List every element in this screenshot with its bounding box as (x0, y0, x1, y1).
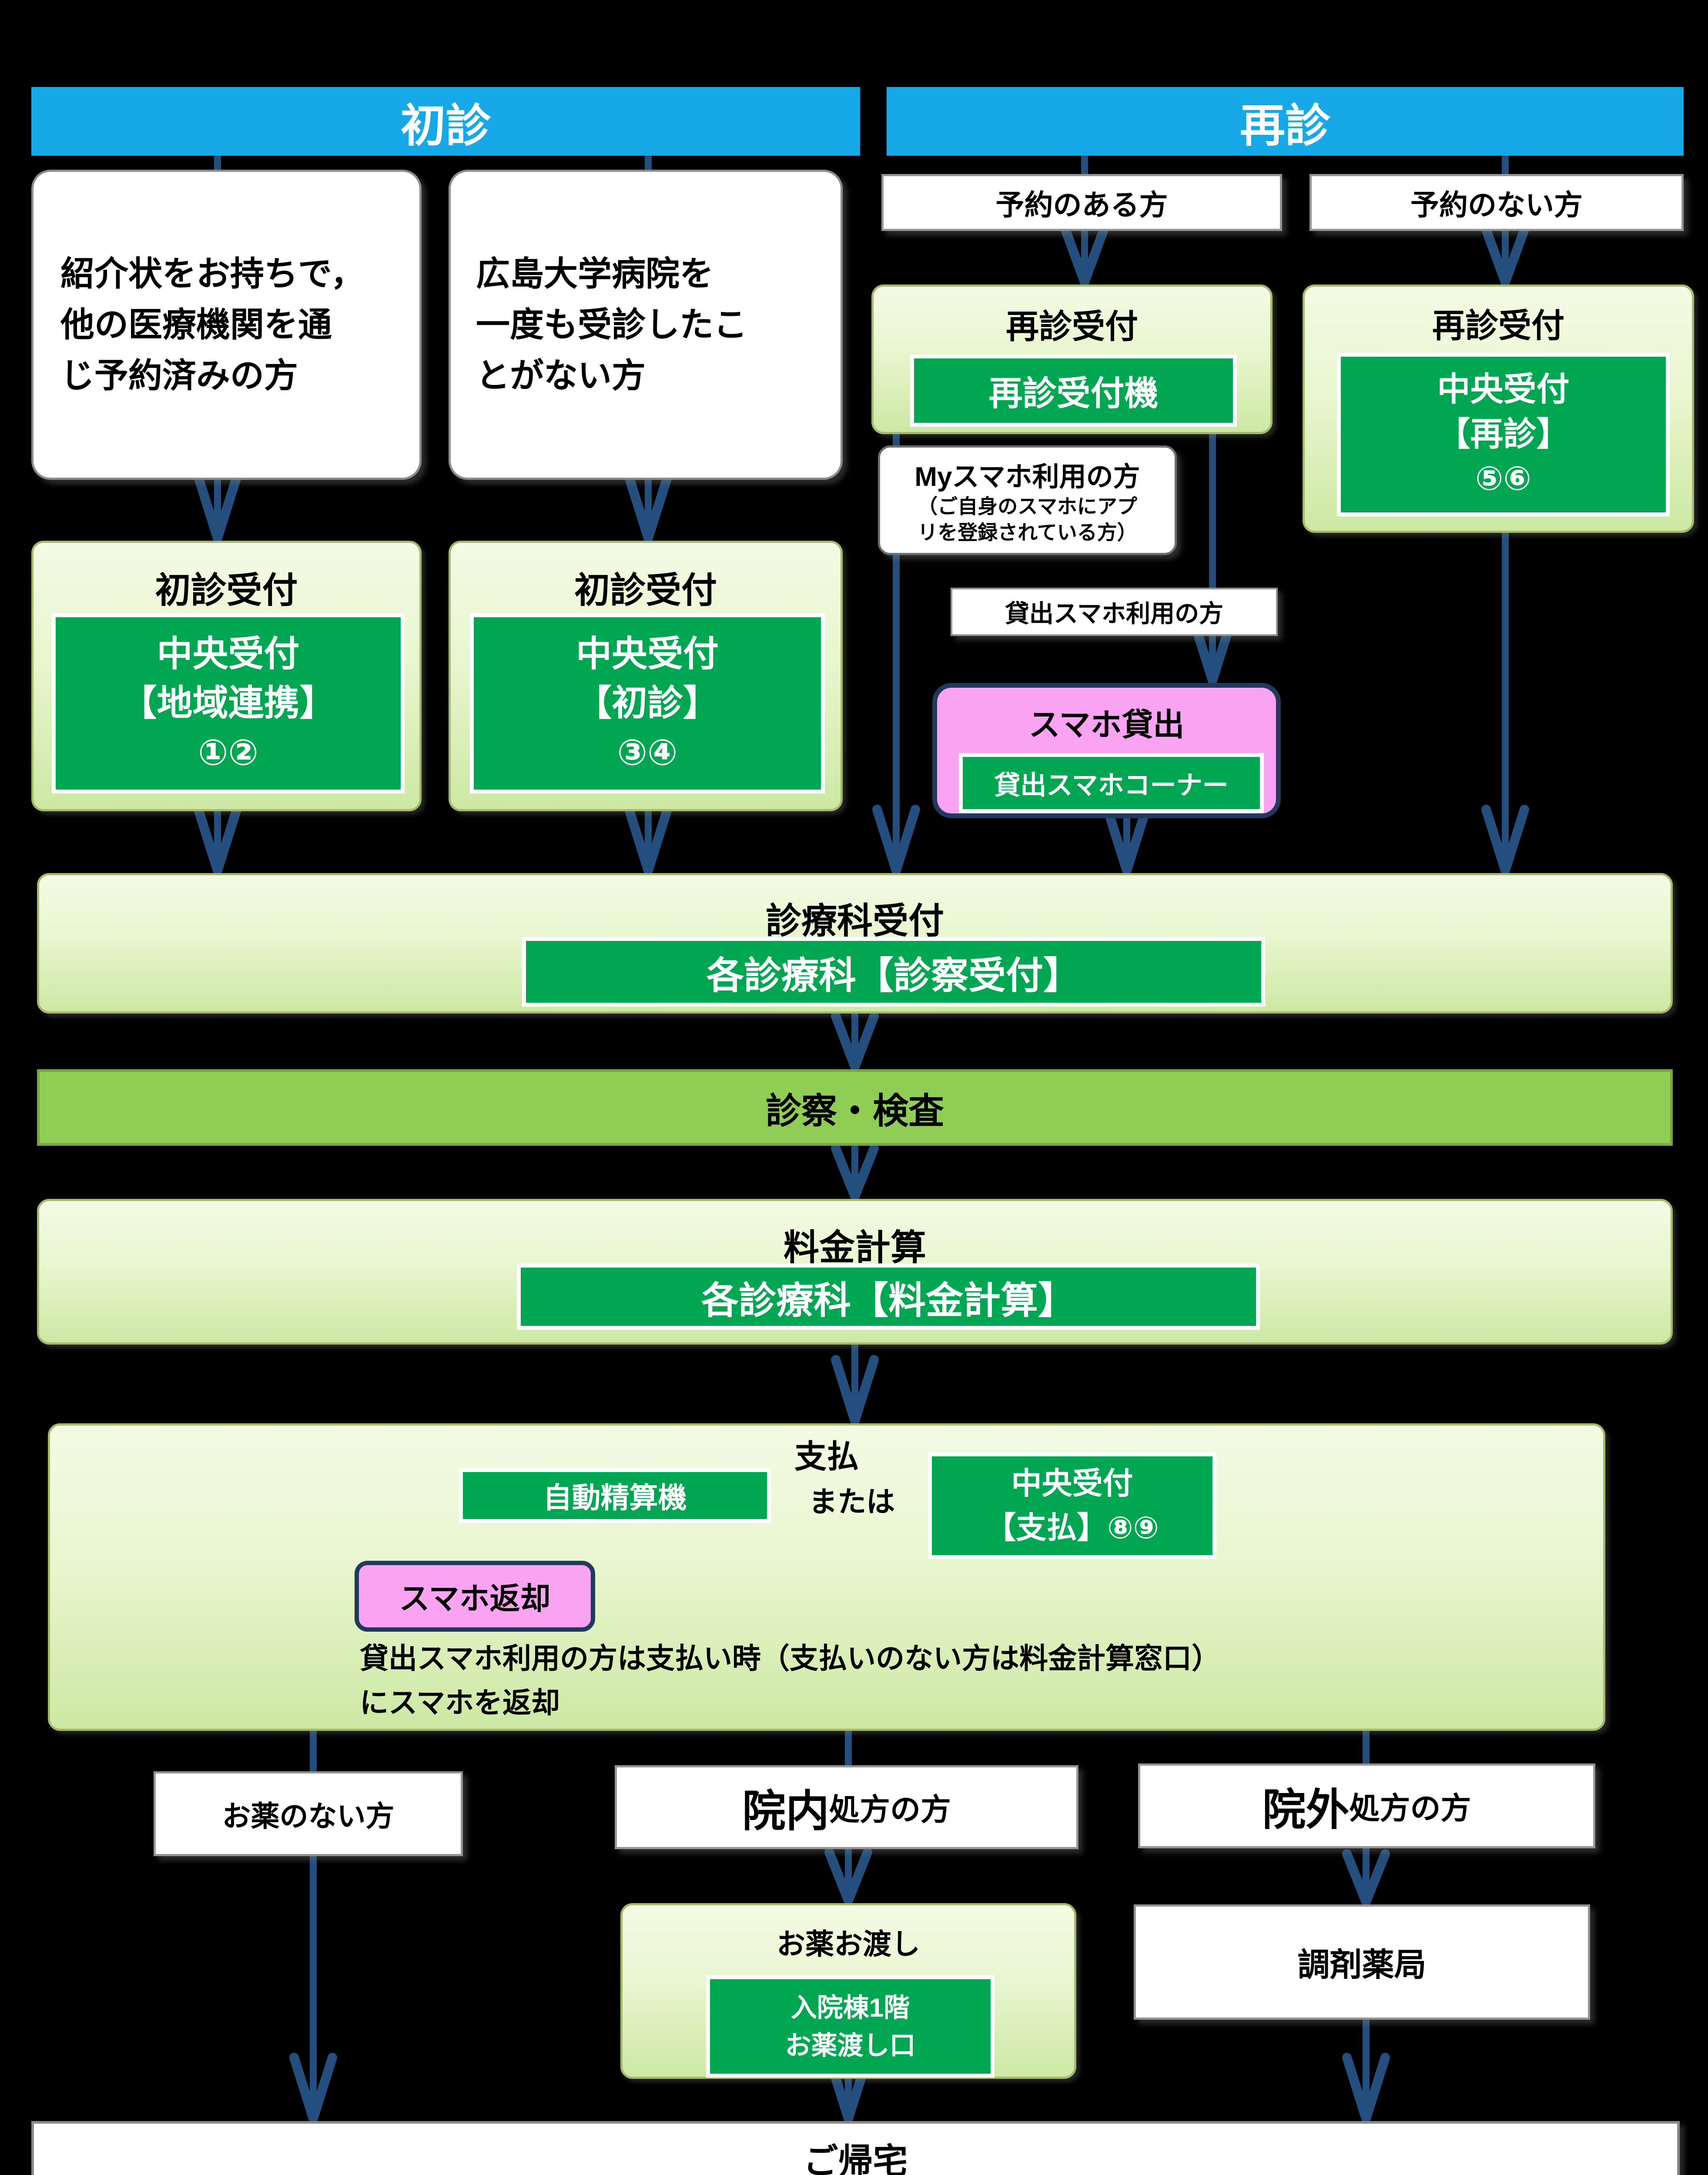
out-hospital-rx-big: 院外 (1262, 1786, 1350, 1834)
department-reception-location: 各診療科【診察受付】 (522, 937, 1265, 1007)
medicine-handover-box: お薬お渡し 入院棟1階 お薬渡し口 (620, 1903, 1076, 2079)
header-first-visit: 初診 (31, 87, 860, 156)
never-visited-note-box: 広島大学病院を 一度も受診したこ とがない方 (449, 170, 843, 480)
header-return-visit: 再診 (887, 87, 1684, 156)
without-appointment-label-box: 予約のない方 (1309, 174, 1684, 231)
medicine-handover-title: お薬お渡し (777, 1928, 920, 1960)
my-smartphone-main-text: Myスマホ利用の方 (914, 462, 1140, 492)
first-visit-reception-first-box: 初診受付 中央受付 【初診】 ③④ (449, 541, 843, 811)
smartphone-return-text: スマホ返却 (399, 1582, 551, 1616)
examination-bar: 診察・検査 (37, 1069, 1673, 1146)
payment-central-location: 中央受付 【支払】⑧⑨ (928, 1452, 1216, 1559)
my-smartphone-label-box: Myスマホ利用の方 （ご自身のスマホにアプ リを登録されている方） (878, 445, 1177, 555)
go-home-box: ご帰宅 (31, 2121, 1680, 2175)
my-smartphone-note-text: （ご自身のスマホにアプ リを登録されている方） (918, 495, 1137, 544)
header-first-visit-label: 初診 (400, 100, 491, 151)
return-reception-machine-title: 再診受付 (1006, 308, 1138, 345)
with-appointment-text: 予約のある方 (995, 188, 1168, 221)
no-medicine-label-box: お薬のない方 (154, 1771, 463, 1856)
rental-smartphone-text: 貸出スマホ利用の方 (1005, 600, 1224, 627)
return-reception-machine-box: 再診受付 再診受付機 (871, 284, 1273, 434)
fee-calculation-title: 料金計算 (783, 1228, 926, 1268)
medicine-handover-location: 入院棟1階 お薬渡し口 (706, 1975, 995, 2078)
never-visited-note-text: 広島大学病院を 一度も受診したこ とがない方 (476, 254, 748, 395)
return-reception-machine-location: 再診受付機 (910, 355, 1237, 427)
payment-or-text: または (809, 1486, 895, 1518)
first-visit-reception-regional-title: 初診受付 (155, 571, 298, 610)
smartphone-return-box: スマホ返却 (355, 1561, 595, 1632)
pharmacy-text: 調剤薬局 (1297, 1947, 1427, 1983)
examination-text: 診察・検査 (765, 1091, 944, 1131)
smartphone-rental-box: スマホ貸出 貸出スマホコーナー (932, 683, 1281, 818)
rental-smartphone-label-box: 貸出スマホ利用の方 (951, 588, 1278, 636)
with-appointment-label-box: 予約のある方 (881, 174, 1282, 231)
in-hospital-rx-big: 院内 (742, 1787, 829, 1836)
return-reception-central-box: 再診受付 中央受付 【再診】 ⑤⑥ (1303, 284, 1694, 533)
first-visit-reception-regional-location: 中央受付 【地域連携】 ①② (52, 613, 405, 793)
referral-note-box: 紹介状をお持ちで， 他の医療機関を通 じ予約済みの方 (31, 170, 422, 480)
first-visit-reception-regional-box: 初診受付 中央受付 【地域連携】 ①② (31, 541, 422, 811)
first-visit-reception-first-title: 初診受付 (574, 571, 717, 610)
go-home-text: ご帰宅 (803, 2142, 908, 2175)
payment-title: 支払 (794, 1439, 859, 1475)
payment-note-text: 貸出スマホ利用の方は支払い時（支払いのない方は料金計算窓口） にスマホを返却 (360, 1642, 1221, 1719)
without-appointment-text: 予約のない方 (1410, 188, 1583, 221)
in-hospital-rx-rest: 処方の方 (829, 1793, 951, 1827)
smartphone-rental-location: 貸出スマホコーナー (959, 753, 1264, 813)
smartphone-rental-title: スマホ貸出 (1028, 708, 1185, 743)
return-reception-central-location: 中央受付 【再診】 ⑤⑥ (1337, 353, 1670, 516)
fee-calculation-location: 各診療科【料金計算】 (517, 1264, 1260, 1330)
out-hospital-rx-label-box: 院外処方の方 (1138, 1763, 1595, 1848)
fee-calculation-box: 料金計算 各診療科【料金計算】 (37, 1199, 1673, 1345)
first-visit-reception-first-location: 中央受付 【初診】 ③④ (470, 613, 825, 793)
out-hospital-rx-rest: 処方の方 (1349, 1791, 1471, 1825)
referral-note-text: 紹介状をお持ちで， 他の医療機関を通 じ予約済みの方 (60, 254, 365, 395)
department-reception-title: 診療科受付 (765, 901, 944, 941)
in-hospital-rx-label-box: 院内処方の方 (615, 1765, 1078, 1849)
department-reception-box: 診療科受付 各診療科【診察受付】 (37, 873, 1673, 1014)
return-reception-central-title: 再診受付 (1432, 308, 1564, 345)
payment-box: 支払 自動精算機 または 中央受付 【支払】⑧⑨ スマホ返却 貸出スマホ利用の方… (48, 1423, 1605, 1731)
no-medicine-text: お薬のない方 (222, 1800, 395, 1832)
pharmacy-label-box: 調剤薬局 (1134, 1904, 1590, 2020)
header-return-visit-label: 再診 (1239, 100, 1330, 151)
payment-machine-location: 自動精算機 (459, 1468, 771, 1523)
